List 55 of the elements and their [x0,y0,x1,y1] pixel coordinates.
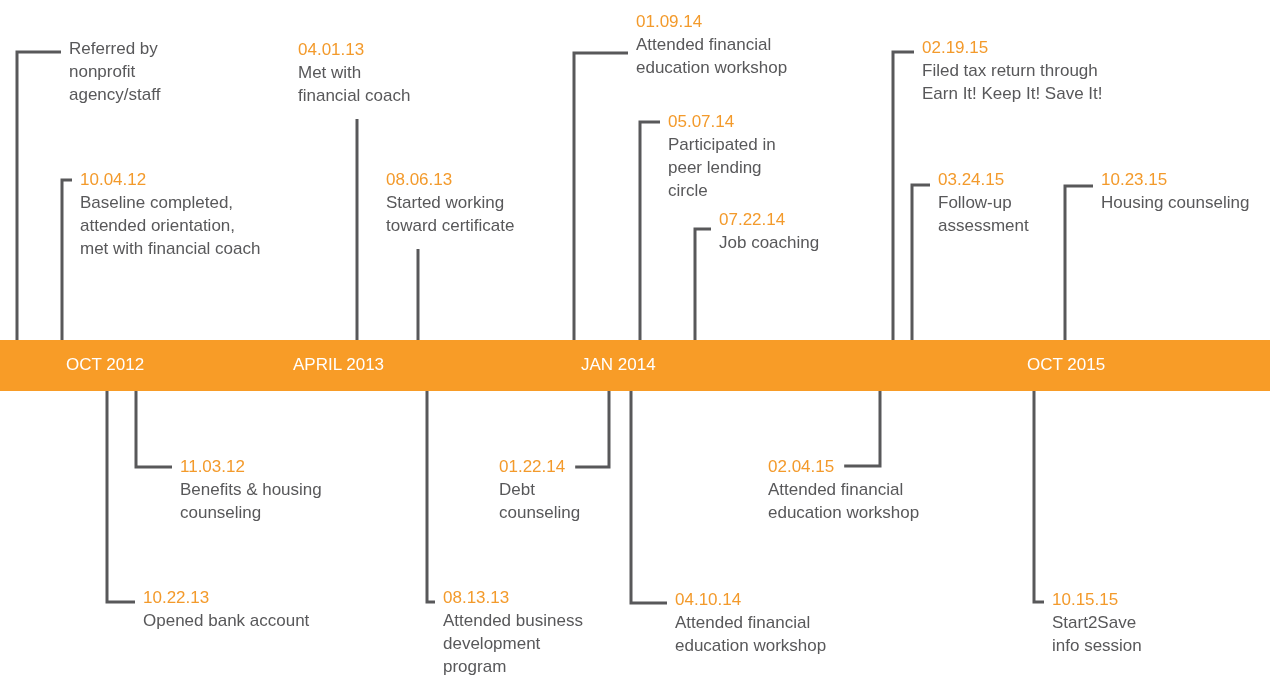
date-label: 07.22.14 [719,209,787,231]
event-description: Opened bank account [143,610,311,632]
date-label: 10.15.15 [1052,589,1120,611]
date-label: 01.22.14 [499,456,566,478]
date-label: 01.09.14 [636,11,704,33]
date-label: 08.13.13 [443,587,511,609]
event-description: Housing counseling [1101,192,1251,214]
month-label: OCT 2012 [66,355,145,375]
leader-line [60,178,72,340]
event-description: Filed tax return through Earn It! Keep It! Save It! [922,60,1104,105]
date-label: 11.03.12 [180,456,246,478]
date-label: 10.22.13 [143,587,211,609]
event-description: Baseline completed, attended orientation, met with financial coach [80,192,262,260]
timeline-bar [0,340,1270,391]
event-description: Met with financial coach [298,62,412,107]
date-label: 04.01.13 [298,39,366,61]
date-label: 10.23.15 [1101,169,1169,191]
leader-line [105,391,135,604]
leader-line [844,391,882,468]
event-description: Attended financial education workshop [675,612,828,657]
month-label: APRIL 2013 [293,355,385,375]
date-label: 02.04.15 [768,456,835,478]
leader-line [629,391,667,605]
leader-line [572,51,628,340]
event-description: Attended financial education workshop [636,34,789,79]
event-description: Attended financial education workshop [768,479,921,524]
leader-line [1063,184,1093,340]
leader-line [575,391,611,469]
date-label: 08.06.13 [386,169,454,191]
leader-line [693,227,711,340]
leader-line [425,391,435,604]
date-label: 10.04.12 [80,169,148,191]
event-description: Attended business development program [443,610,584,675]
leader-line [1032,391,1044,604]
leader-line [134,391,172,469]
leader-line [416,249,420,340]
date-label: 02.19.15 [922,37,990,59]
date-label: 05.07.14 [668,111,736,133]
event-description: Job coaching [719,232,821,254]
event-description: Referred by nonprofit agency/staff [69,38,162,106]
leader-line [891,50,914,340]
month-label: OCT 2015 [1027,355,1106,375]
leader-line [910,183,930,340]
leader-line [638,120,660,340]
date-label: 04.10.14 [675,589,743,611]
event-description: Started working toward certificate [386,192,516,237]
leader-line [355,119,359,340]
event-description: Follow-up assessment [938,192,1030,237]
event-description: Participated in peer lending circle [668,134,777,202]
event-description: Benefits & housing counseling [180,479,323,524]
event-description: Start2Save info session [1052,612,1143,657]
event-description: Debt counseling [499,479,582,524]
month-label: JAN 2014 [581,355,656,375]
leader-line [15,50,61,340]
date-label: 03.24.15 [938,169,1006,191]
